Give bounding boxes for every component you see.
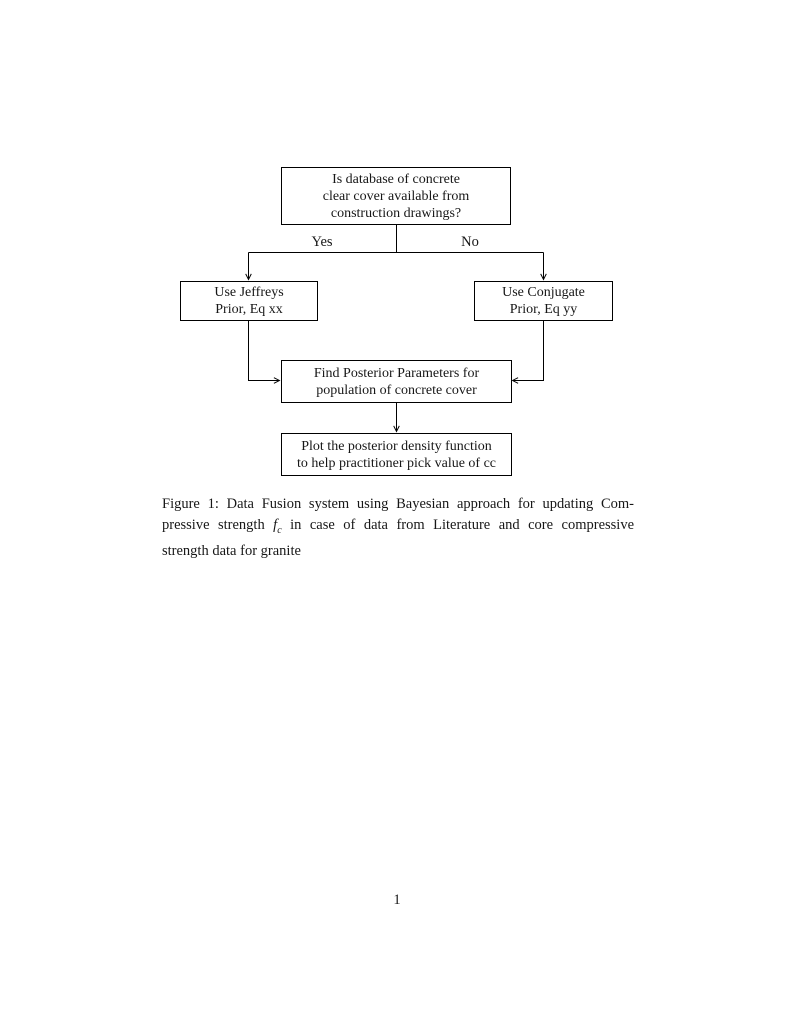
- caption-line-1: Figure 1: Data Fusion system using Bayes…: [162, 496, 634, 512]
- node-text-line: Prior, Eq xx: [215, 302, 283, 317]
- node-text-line: Find Posterior Parameters for: [313, 365, 480, 381]
- page-number: 1: [393, 892, 401, 908]
- edge-label-yes: Yes: [311, 234, 333, 250]
- flowchart-node-conjugate-prior: Use Conjugate Prior, Eq yy: [474, 281, 613, 321]
- caption-line-2-pre: pressive strength: [162, 517, 265, 533]
- math-subscript: c: [277, 524, 282, 536]
- node-text-line: Use Jeffreys: [214, 285, 284, 300]
- flowchart-node-plot-density: Plot the posterior density function to h…: [281, 433, 512, 476]
- node-text-line: Is database of concrete: [332, 171, 460, 187]
- flowchart-node-posterior-parameters: Find Posterior Parameters for population…: [281, 360, 512, 403]
- node-text-line: Plot the posterior density function: [301, 438, 492, 454]
- math-fc-symbol: fc: [273, 517, 282, 536]
- caption-line-3: strength data for granite: [162, 542, 301, 559]
- figure-caption: Figure 1: Data Fusion system using Bayes…: [162, 494, 634, 562]
- node-text-line: construction drawings?: [330, 205, 462, 221]
- node-text-line: clear cover available from: [322, 188, 470, 204]
- edge-label-no: No: [461, 234, 479, 250]
- node-text-line: population of concrete cover: [316, 382, 477, 398]
- math-base: f: [273, 517, 278, 533]
- edge-conjugate-to-posterior: [511, 321, 544, 384]
- flowchart-node-jeffreys-prior: Use Jeffreys Prior, Eq xx: [180, 281, 318, 321]
- flowchart-node-decision: Is database of concrete clear cover avai…: [281, 167, 511, 225]
- caption-line-2-post: in case of data from Literature and core…: [290, 517, 635, 533]
- caption-line-2: pressive strength fc in case of data fro…: [162, 515, 634, 541]
- edge-jeffreys-to-posterior: [248, 321, 281, 384]
- node-text-line: to help practitioner pick value of cc: [296, 455, 497, 471]
- node-text-line: Prior, Eq yy: [509, 302, 578, 317]
- node-text-line: Use Conjugate: [502, 285, 585, 300]
